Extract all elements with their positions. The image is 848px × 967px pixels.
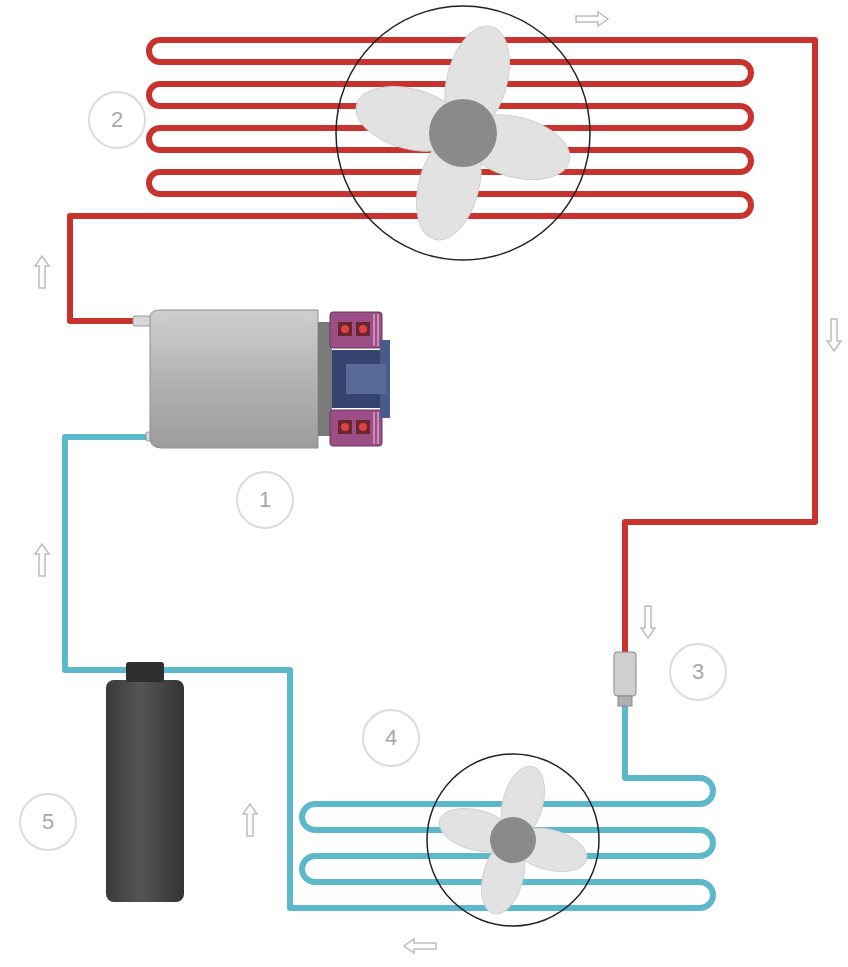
low-pressure-pipe bbox=[65, 437, 713, 908]
high-pressure-pipe bbox=[70, 40, 815, 652]
compressor bbox=[133, 310, 390, 448]
condenser-fan bbox=[336, 6, 590, 260]
callout-circle: 5 bbox=[19, 793, 77, 851]
flow-arrows bbox=[35, 12, 841, 953]
callout-circle: 1 bbox=[236, 471, 294, 529]
refrigerant-pipes bbox=[65, 40, 815, 908]
evaporator-fan bbox=[427, 754, 599, 926]
callout-circle: 2 bbox=[88, 91, 146, 149]
callout-circle: 4 bbox=[362, 709, 420, 767]
callout-circle: 3 bbox=[669, 643, 727, 701]
callout-number: 4 bbox=[385, 727, 397, 749]
accumulator bbox=[106, 662, 184, 902]
callout-number: 1 bbox=[259, 489, 271, 511]
callout-number: 5 bbox=[42, 811, 54, 833]
expansion-valve bbox=[614, 652, 636, 706]
callout-number: 2 bbox=[111, 109, 123, 131]
callout-number: 3 bbox=[692, 661, 704, 683]
